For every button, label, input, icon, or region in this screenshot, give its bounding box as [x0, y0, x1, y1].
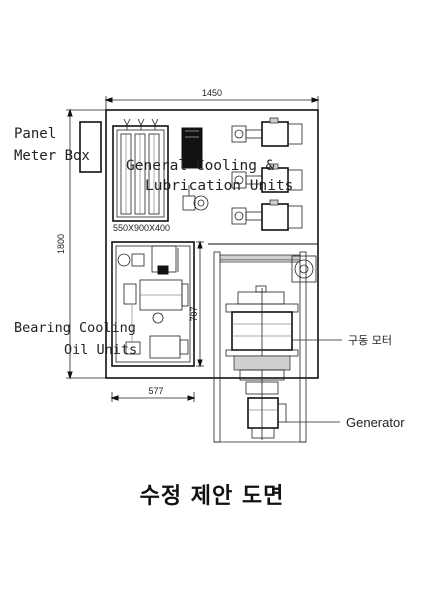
generator-label: Generator [346, 415, 405, 430]
dimension-bearing-height-label: 707 [189, 306, 199, 321]
bearing-cooling-label-2: Oil Units [64, 342, 137, 358]
motor-pump-set-2 [231, 163, 303, 193]
motor-pump-set-3 [231, 199, 303, 231]
general-pump [182, 185, 209, 211]
general-cooling-label-1: General Cooling & [126, 158, 275, 174]
filter-cabinet [112, 118, 169, 222]
dimension-overall-width-label: 1450 [202, 88, 222, 98]
bearing-cooling-label-1: Bearing Cooling [14, 320, 136, 336]
drawing-title: 수정 제안 도면 [139, 484, 285, 509]
generator [245, 381, 287, 439]
heater-block [181, 127, 203, 169]
drive-frame [208, 243, 318, 443]
drive-motor-label: 구동 모터 [348, 334, 392, 347]
general-cooling-label-2: Lubrication Units [145, 178, 293, 194]
dimension-bearing-height [196, 240, 204, 368]
coupling [291, 255, 317, 283]
dimension-bearing-width-label: 577 [148, 386, 163, 396]
drive-motor [225, 285, 299, 440]
bearing-cooling-unit [111, 241, 195, 367]
motor-pump-set-1 [231, 117, 303, 147]
dimension-overall-width [104, 96, 320, 110]
dimension-overall-height [66, 108, 106, 380]
cabinet-size-label: 550X900X400 [113, 223, 170, 233]
panel-meter-box [79, 121, 102, 173]
dimension-bearing-width [110, 392, 196, 402]
panel-meter-box-label-2: Meter Box [14, 148, 90, 164]
dimension-overall-height-label: 1800 [56, 234, 66, 254]
panel-meter-box-label-1: Panel [14, 126, 56, 142]
